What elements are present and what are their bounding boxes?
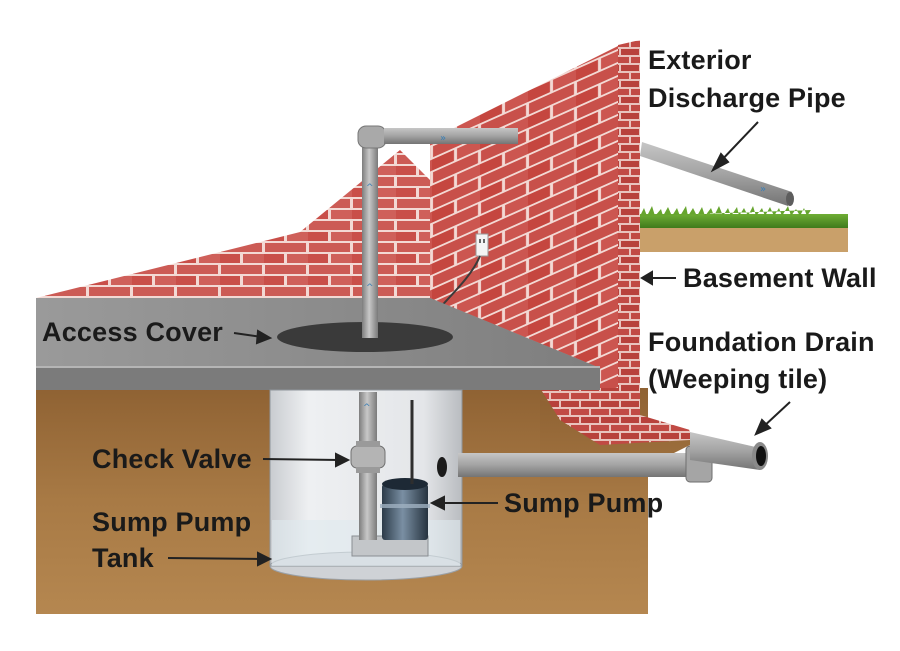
label-foundation-drain: Foundation Drain (648, 327, 875, 357)
svg-text:»: » (760, 184, 766, 195)
svg-text:»: » (440, 133, 446, 144)
svg-text:^: ^ (363, 403, 371, 413)
label-discharge-pipe: Discharge Pipe (648, 83, 846, 113)
svg-text:^: ^ (366, 283, 374, 293)
label-check-valve: Check Valve (92, 444, 252, 474)
svg-text:^: ^ (366, 183, 374, 193)
back-brick-wall (36, 150, 430, 298)
label-access-cover: Access Cover (42, 317, 224, 347)
label-pointers (167, 121, 791, 567)
label-exterior: Exterior (648, 45, 752, 75)
exterior-discharge-pipe: » (640, 142, 794, 206)
label-basement-wall: Basement Wall (683, 263, 877, 293)
check-valve (350, 441, 386, 473)
grass (640, 206, 848, 252)
label-sump-pump-tank-line1: Sump Pump (92, 507, 252, 537)
label-weeping-tile: (Weeping tile) (648, 364, 828, 394)
sump-pump (351, 400, 430, 557)
label-sump-pump: Sump Pump (504, 488, 664, 518)
label-sump-pump-tank-line2: Tank (92, 543, 154, 573)
foundation-drain-pipe (458, 432, 768, 483)
